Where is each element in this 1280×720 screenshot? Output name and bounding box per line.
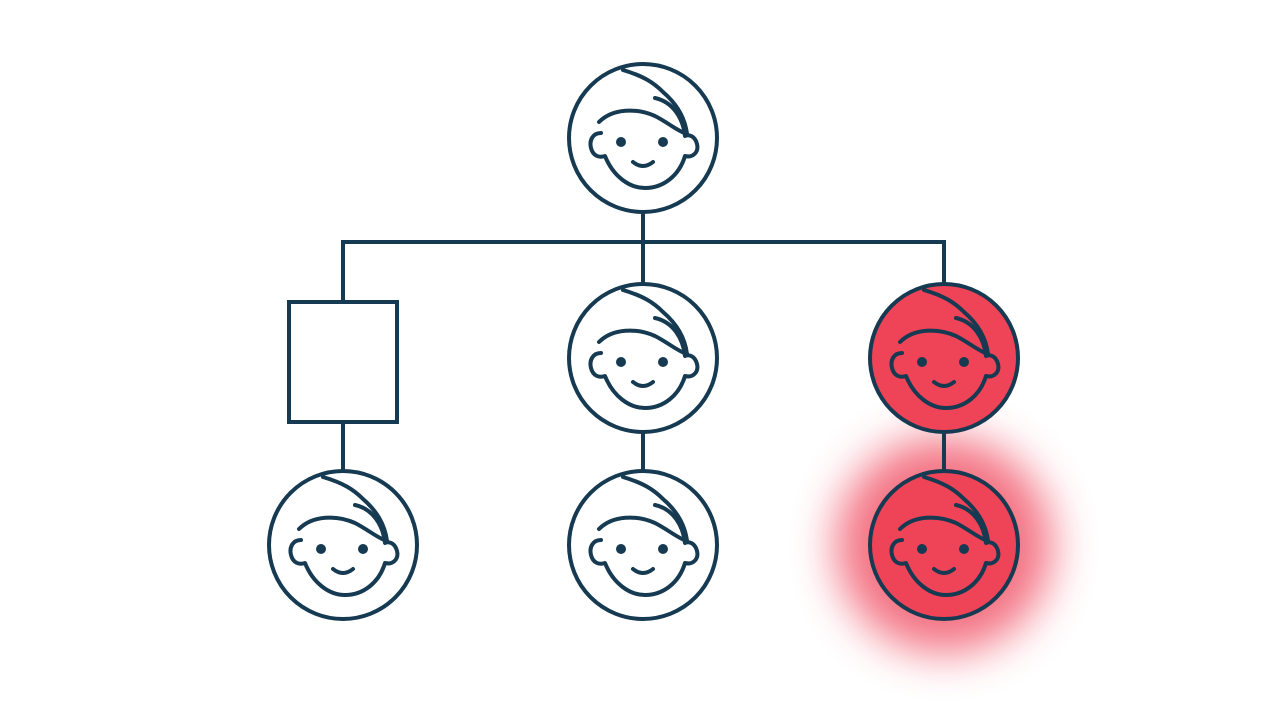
hair-top	[621, 475, 689, 543]
right-eye-icon	[658, 137, 668, 147]
right-eye-icon	[959, 357, 969, 367]
right-eye-icon	[358, 544, 368, 554]
connector-lines	[341, 212, 946, 471]
right-eye-icon	[658, 357, 668, 367]
hair-fringe	[297, 515, 389, 543]
smile-icon	[932, 380, 956, 388]
smile-icon	[631, 160, 655, 168]
node-circle	[567, 282, 719, 434]
node-circle	[267, 469, 419, 621]
smile-icon	[631, 567, 655, 575]
left-eye-icon	[917, 357, 927, 367]
left-eye-icon	[616, 544, 626, 554]
smile-icon	[631, 380, 655, 388]
node-child-right-face-icon	[868, 282, 1020, 434]
node-grandchild-left-face-icon	[267, 469, 419, 621]
hair-fringe	[597, 328, 689, 356]
node-root-face-icon	[567, 62, 719, 214]
node-grandchild-middle-face-icon	[567, 469, 719, 621]
smile-icon	[932, 567, 956, 575]
right-eye-icon	[959, 544, 969, 554]
hair-fringe	[898, 515, 990, 543]
hair-fringe	[898, 328, 990, 356]
left-eye-icon	[917, 544, 927, 554]
left-eye-icon	[316, 544, 326, 554]
hair-top	[922, 288, 990, 356]
hair-top	[621, 68, 689, 136]
node-circle	[868, 469, 1020, 621]
hair-top	[321, 475, 389, 543]
node-circle	[868, 282, 1020, 434]
node-child-middle-face-icon	[567, 282, 719, 434]
hair-fringe	[597, 515, 689, 543]
hair-top	[922, 475, 990, 543]
node-grandchild-right-face-icon	[868, 469, 1020, 621]
hair-fringe	[597, 108, 689, 136]
left-eye-icon	[616, 137, 626, 147]
left-eye-icon	[616, 357, 626, 367]
smile-icon	[331, 567, 355, 575]
node-child-left-placeholder-box	[287, 300, 399, 424]
right-eye-icon	[658, 544, 668, 554]
node-circle	[567, 62, 719, 214]
hair-top	[621, 288, 689, 356]
node-circle	[567, 469, 719, 621]
tree-nodes	[267, 62, 1020, 621]
